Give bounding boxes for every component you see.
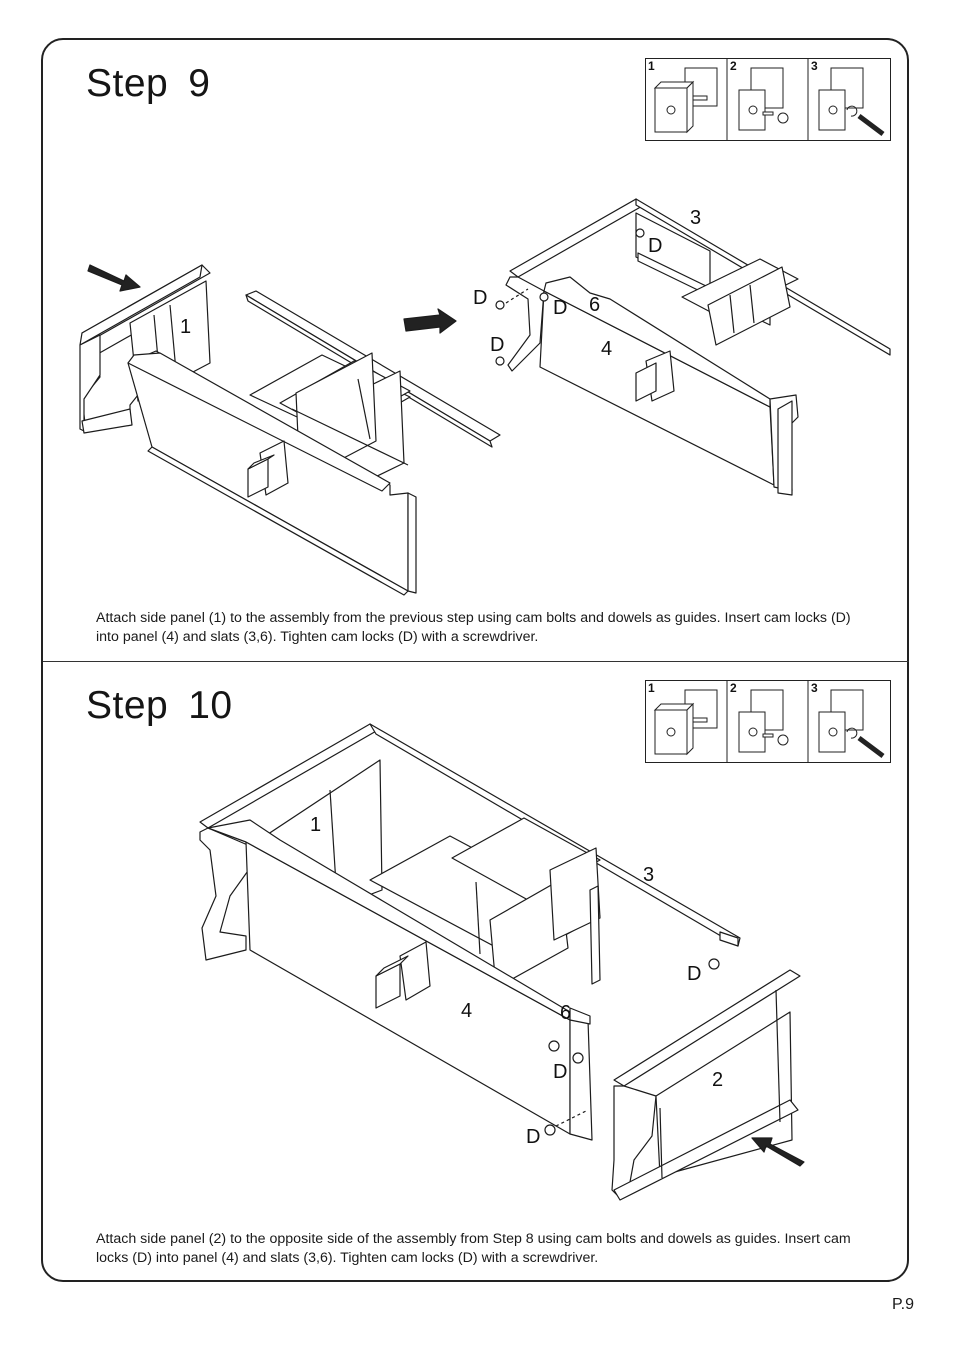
step-9-inset-label-2: 2 [730, 59, 737, 73]
step-9-inset-label-1: 1 [648, 59, 655, 73]
step-10-callout-cam-mid: D [553, 1061, 567, 1083]
step-9-title: Step 9 [86, 62, 210, 106]
step-10-callout-slat-mid: 6 [560, 1002, 571, 1024]
step-9-callout-cam-low: D [490, 334, 504, 356]
step-10-inset-label-3: 3 [811, 681, 818, 695]
step-9-callout-slat-top: 3 [690, 207, 701, 229]
step-10-inset-label-1: 1 [648, 681, 655, 695]
page-number: P.9 [892, 1296, 914, 1313]
step-9-description: Attach side panel (1) to the assembly fr… [96, 610, 851, 645]
step-10-title: Step 10 [86, 684, 233, 728]
step-10-number: 10 [188, 684, 233, 727]
step-9-number: 9 [188, 62, 211, 105]
step-10-callout-cam-top: D [687, 963, 701, 985]
step-10-description: Attach side panel (2) to the opposite si… [96, 1231, 851, 1266]
step-9-callout-slat-mid: 6 [589, 294, 600, 316]
page-frame [41, 38, 909, 1282]
step-10-callout-side-panel-left: 1 [310, 814, 321, 836]
step-9-cam-lock-inset: 1 2 3 [645, 58, 891, 141]
step-10-callout-slat-top: 3 [643, 864, 654, 886]
step-9-word: Step [86, 62, 169, 105]
step-10-callout-front-panel: 4 [461, 1000, 472, 1022]
step-10-inset-label-2: 2 [730, 681, 737, 695]
step-10-word: Step [86, 684, 169, 727]
step-10-cam-lock-inset: 1 2 3 [645, 680, 891, 763]
step-10-callout-side-panel-right: 2 [712, 1069, 723, 1091]
step-9-callout-front-panel: 4 [601, 338, 612, 360]
step-9-illustration: 1 3 6 4 D D D D [79, 198, 891, 596]
step-divider [43, 661, 909, 662]
step-9-callout-side-panel: 1 [180, 316, 191, 338]
step-9-callout-cam-left: D [473, 287, 487, 309]
step-9-callout-cam-top: D [648, 235, 662, 257]
step-10-illustration: 1 3 4 6 2 D D D [199, 723, 805, 1201]
step-9-inset-label-3: 3 [811, 59, 818, 73]
step-9-callout-cam-mid: D [553, 297, 567, 319]
step-10-callout-cam-low: D [526, 1126, 540, 1148]
